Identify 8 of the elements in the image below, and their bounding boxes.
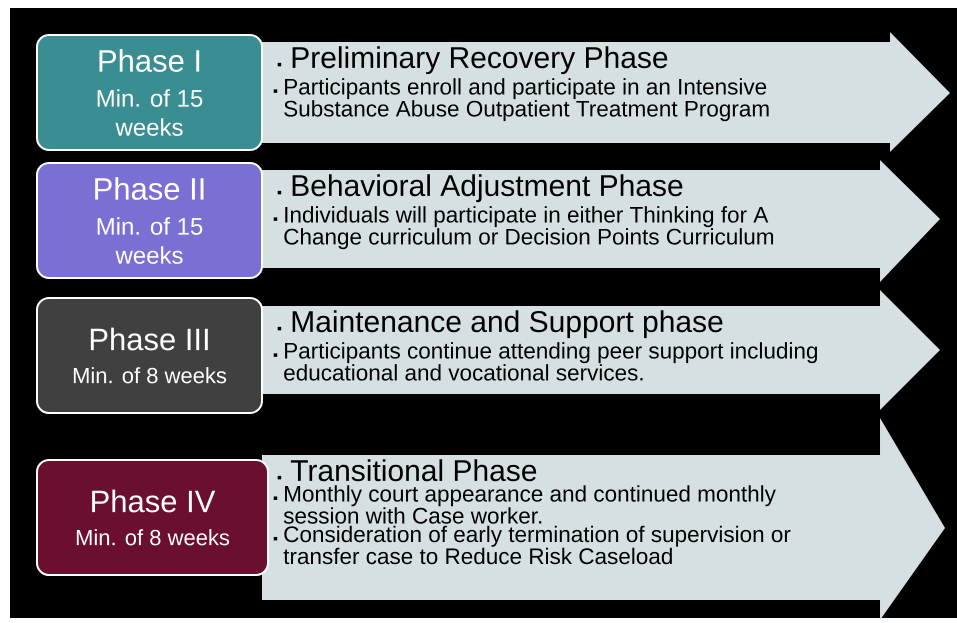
arrow-banner: Maintenance and Support phase Participants continue attending peer support including educational and vocational services. bbox=[262, 290, 940, 410]
arrow-banner: Behavioral Adjustment Phase Individuals will participate in either Thinking for A Change curriculum or Decision Points Curriculum bbox=[262, 160, 940, 282]
phase-box: Phase III Min. of 8 weeks bbox=[36, 297, 263, 414]
arrow-banner: Transitional Phase Monthly court appearance and continued monthly session with Case worker. Consideration of early termination of supervision or transfer case to Reduce Risk Caseload bbox=[262, 418, 946, 620]
phase-box: Phase II Min. of 15 weeks bbox=[36, 162, 263, 279]
phase-box: Phase IV Min. of 8 weeks bbox=[36, 459, 269, 576]
arrow-banner: Preliminary Recovery Phase Participants enroll and participate in an Intensive Substance Abuse Outpatient Treatment Program bbox=[250, 32, 950, 152]
phase-box: Phase I Min. of 15 weeks bbox=[36, 34, 263, 151]
